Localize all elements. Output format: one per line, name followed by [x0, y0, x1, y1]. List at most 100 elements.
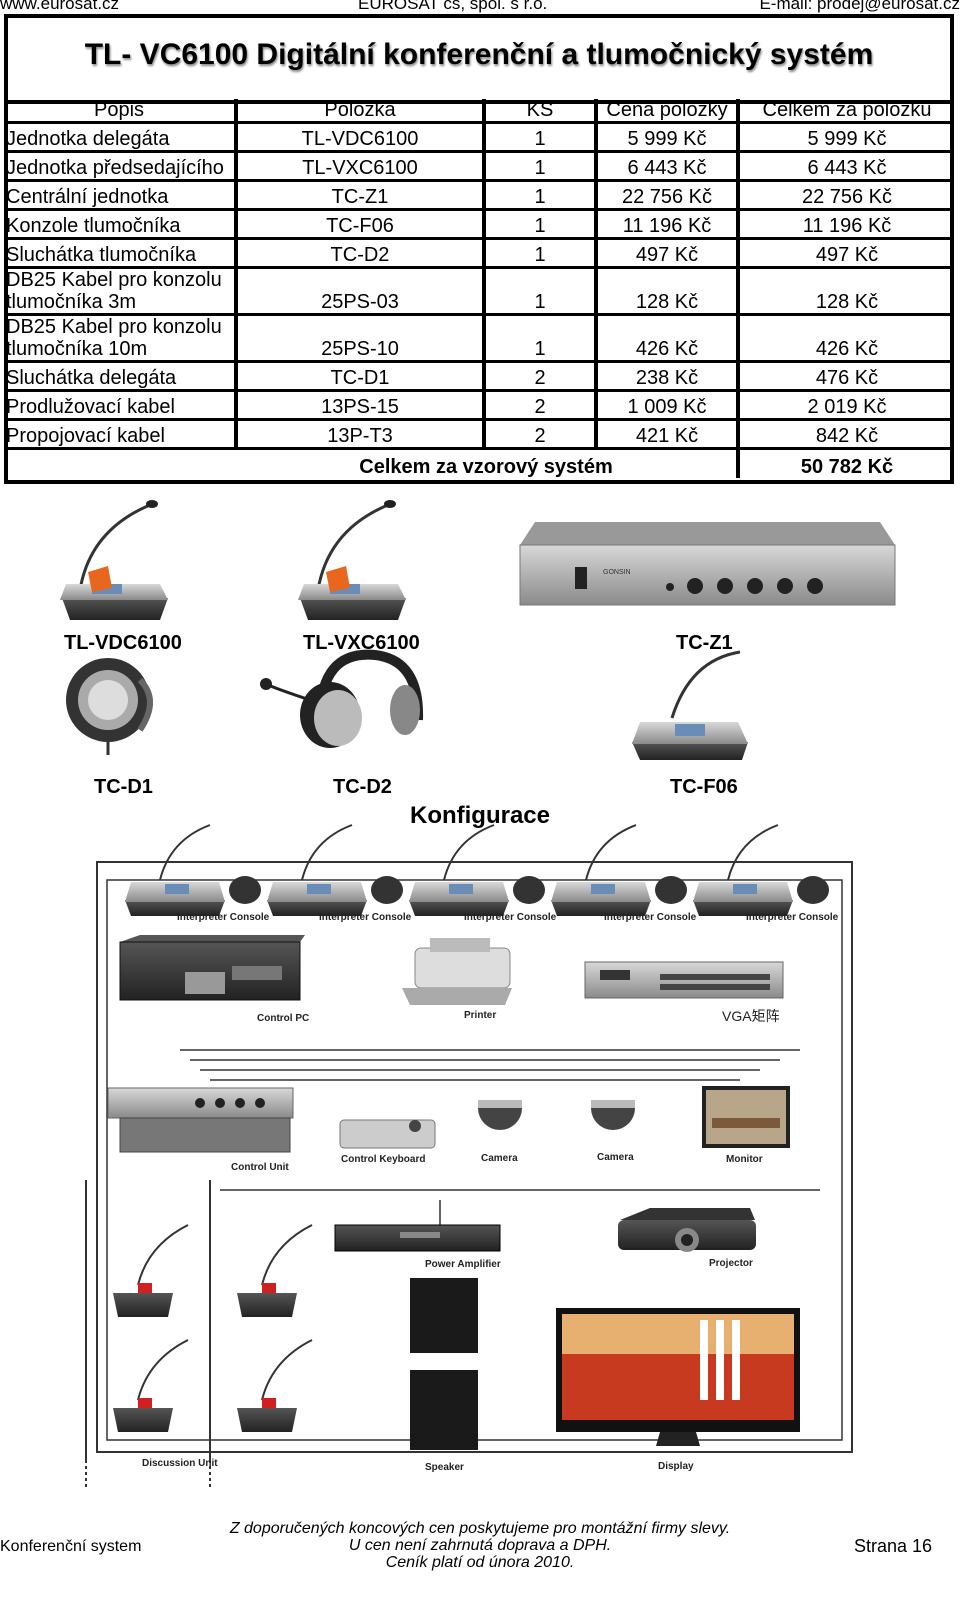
label-control-pc: Control PC	[257, 1013, 310, 1024]
label-interpreter-console: Interpreter Console	[177, 912, 270, 923]
label-projector: Projector	[709, 1258, 753, 1269]
label-interpreter-console: Interpreter Console	[319, 912, 412, 923]
label-control-unit: Control Unit	[231, 1162, 289, 1173]
footer-note-1: Z doporučených koncových cen poskytujeme…	[229, 1520, 731, 1537]
label-vga: VGA矩阵	[722, 1008, 780, 1024]
cell-ks: 2	[484, 390, 598, 421]
cell-cena: 128 Kč	[596, 267, 740, 316]
col-header: KS	[484, 99, 598, 124]
cell-polozka: 25PS-03	[236, 267, 486, 316]
control-pc-image	[119, 935, 305, 1001]
cell-polozka: TC-Z1	[236, 180, 486, 211]
control-keyboard-image	[339, 1119, 436, 1149]
cell-popis: DB25 Kabel pro konzolu tlumočníka 3m	[4, 267, 238, 316]
vga-matrix-image	[584, 961, 784, 999]
label-interpreter-console: Interpreter Console	[464, 912, 557, 923]
footer-left: Konferenční system	[0, 1538, 142, 1555]
central-unit-brand: GONSIN	[603, 569, 631, 576]
cell-polozka: 13P-T3	[236, 419, 486, 450]
page-title: TL- VC6100 Digitální konferenční a tlumo…	[84, 38, 874, 71]
cell-celkem: 5 999 Kč	[738, 122, 954, 153]
interpreter-console-image	[632, 650, 748, 760]
cell-popis: Jednotka předsedajícího	[4, 151, 238, 182]
table-total-row: Celkem za vzorový systém 50 782 Kč	[4, 448, 954, 478]
col-header: Cena položky	[596, 99, 740, 124]
col-header: Položka	[236, 99, 486, 124]
label-display: Display	[658, 1461, 694, 1472]
control-unit-image	[107, 1087, 294, 1153]
monitor-image	[702, 1086, 790, 1148]
config-title: Konfigurace	[409, 802, 550, 829]
label-discussion-unit: Discussion Unit	[142, 1458, 218, 1469]
label-interpreter-console: Interpreter Console	[746, 912, 839, 923]
central-unit-image: GONSIN	[519, 522, 896, 606]
table-row: Sluchátka delegáta TC-D1 2 238 Kč 476 Kč	[4, 361, 954, 392]
price-table: Popis Položka KS Cena položky Celkem za …	[4, 99, 954, 478]
cell-popis: Prodlužovací kabel	[4, 390, 238, 421]
cell-cena: 11 196 Kč	[596, 209, 740, 240]
caption-tl-vdc6100: TL-VDC6100	[64, 632, 182, 654]
cell-popis: Propojovací kabel	[4, 419, 238, 450]
chairman-unit-image	[298, 500, 406, 620]
caption-tc-d2: TC-D2	[333, 776, 392, 798]
cell-popis: Sluchátka delegáta	[4, 361, 238, 392]
cell-popis: Jednotka delegáta	[4, 122, 238, 153]
table-row: Propojovací kabel 13P-T3 2 421 Kč 842 Kč	[4, 419, 954, 450]
camera-image	[478, 1100, 522, 1130]
cell-celkem: 22 756 Kč	[738, 180, 954, 211]
cell-cena: 1 009 Kč	[596, 390, 740, 421]
header-website[interactable]: www.eurosat.cz	[0, 0, 120, 13]
label-control-keyboard: Control Keyboard	[341, 1154, 426, 1165]
projector-image	[618, 1208, 756, 1252]
cell-popis: Konzole tlumočníka	[4, 209, 238, 240]
speaker-image	[410, 1370, 478, 1450]
table-row: Sluchátka tlumočníka TC-D2 1 497 Kč 497 …	[4, 238, 954, 269]
footer-note-3: Ceník platí od února 2010.	[385, 1554, 575, 1571]
cell-celkem: 426 Kč	[738, 314, 954, 363]
table-row: Jednotka delegáta TL-VDC6100 1 5 999 Kč …	[4, 122, 954, 153]
power-amplifier-image	[334, 1224, 501, 1252]
cell-celkem: 128 Kč	[738, 267, 954, 316]
interpreter-headset-image	[260, 649, 424, 748]
cell-celkem: 2 019 Kč	[738, 390, 954, 421]
cell-ks: 1	[484, 122, 598, 153]
table-row: DB25 Kabel pro konzolu tlumočníka 10m 25…	[4, 314, 954, 363]
cell-polozka: TL-VDC6100	[236, 122, 486, 153]
cell-polozka: TC-D1	[236, 361, 486, 392]
cell-polozka: 25PS-10	[236, 314, 486, 363]
display-image	[556, 1308, 800, 1446]
cell-celkem: 6 443 Kč	[738, 151, 954, 182]
cell-popis: Centrální jednotka	[4, 180, 238, 211]
cell-polozka: TC-D2	[236, 238, 486, 269]
cell-polozka: TL-VXC6100	[236, 151, 486, 182]
cell-celkem: 842 Kč	[738, 419, 954, 450]
cell-cena: 22 756 Kč	[596, 180, 740, 211]
cell-polozka: TC-F06	[236, 209, 486, 240]
cell-cena: 426 Kč	[596, 314, 740, 363]
table-row: Prodlužovací kabel 13PS-15 2 1 009 Kč 2 …	[4, 390, 954, 421]
cell-ks: 1	[484, 209, 598, 240]
cell-ks: 2	[484, 361, 598, 392]
printer-image	[402, 938, 512, 1005]
table-row: Konzole tlumočníka TC-F06 1 11 196 Kč 11…	[4, 209, 954, 240]
label-power-amplifier: Power Amplifier	[425, 1259, 501, 1270]
table-row: DB25 Kabel pro konzolu tlumočníka 3m 25P…	[4, 267, 954, 316]
interpreter-console-row	[125, 824, 829, 916]
label-camera: Camera	[597, 1152, 634, 1163]
footer-note-2: U cen není zahrnutá doprava a DPH.	[348, 1537, 612, 1554]
discussion-unit-image	[113, 1224, 313, 1432]
header-email[interactable]: E-mail: prodej@eurosat.cz	[759, 0, 960, 13]
cell-ks: 1	[484, 238, 598, 269]
label-monitor: Monitor	[726, 1154, 763, 1165]
label-printer: Printer	[464, 1010, 497, 1021]
total-value: 50 782 Kč	[800, 456, 894, 478]
delegate-unit-image	[60, 500, 168, 620]
label-interpreter-console: Interpreter Console	[604, 912, 697, 923]
cell-popis: Sluchátka tlumočníka	[4, 238, 238, 269]
header-company: EUROSAT cs, spol. s r.o.	[358, 0, 548, 13]
cell-ks: 1	[484, 267, 598, 316]
cell-celkem: 497 Kč	[738, 238, 954, 269]
speaker-image	[410, 1278, 478, 1353]
cell-ks: 1	[484, 151, 598, 182]
cell-polozka: 13PS-15	[236, 390, 486, 421]
